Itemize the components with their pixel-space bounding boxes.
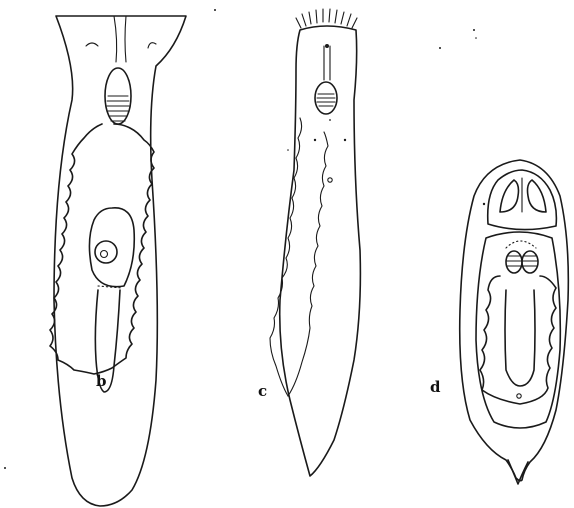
specimen-d-organ-right [522, 251, 538, 273]
specimen-b-organ-ring [95, 241, 117, 263]
specimen-c-dot-right [344, 139, 346, 141]
specimen-c-label: c [258, 384, 267, 399]
specimen-c-eye [325, 44, 329, 48]
specimen-d-drawing [460, 160, 569, 484]
specimen-b-anterior-canal [114, 16, 126, 62]
specimen-b-gut-outline [50, 124, 154, 374]
specimen-d-lobe-right [528, 180, 547, 212]
specimen-b-body-outline [54, 16, 186, 506]
specimen-b-auricle-left [86, 43, 98, 46]
specimen-c-inner-line [270, 118, 328, 396]
specimen-d-dotted-arch [506, 241, 536, 248]
specimen-c-canal [324, 46, 330, 80]
specimen-b-organ-core [101, 251, 108, 258]
specimen-c-drawing [270, 9, 360, 476]
specimen-b-drawing [50, 16, 186, 506]
scan-specks [4, 9, 477, 469]
specimen-c-pharynx-striations [317, 94, 335, 106]
specimen-c-pore [328, 178, 332, 182]
specimen-d-organ-left [506, 251, 522, 273]
specimen-d-dot [483, 203, 485, 205]
specimen-d-gut-inner [505, 290, 535, 386]
specimen-c-cilia [296, 9, 357, 28]
specimen-d-label: d [430, 380, 441, 395]
specimen-d-gut-loop [480, 276, 556, 404]
specimen-b-auricle-right [148, 43, 156, 48]
specimen-d-pore [517, 394, 521, 398]
specimen-b-label: b [96, 374, 107, 389]
specimen-c-dot-left [314, 139, 316, 141]
specimen-d-lobe-left [500, 180, 519, 212]
